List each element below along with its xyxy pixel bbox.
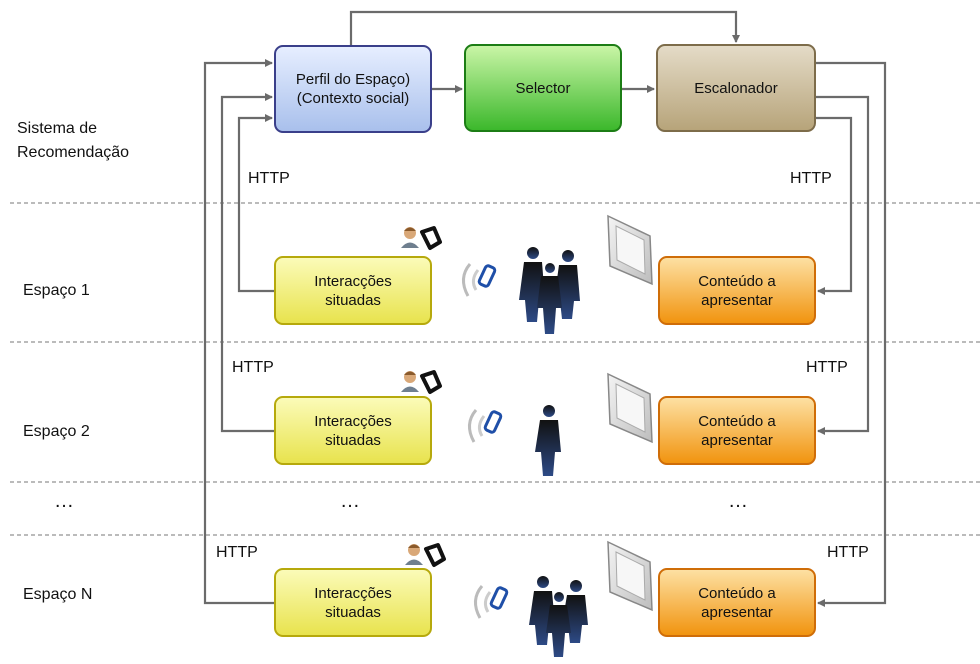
people-silhouette-icon [519, 247, 588, 657]
content-box-space2: Conteúdo a apresentar [658, 396, 816, 465]
content-line2: apresentar [701, 603, 773, 621]
http-label-space2-right: HTTP [806, 359, 848, 376]
http-label-space2-left: HTTP [232, 359, 274, 376]
selector-box: Selector [464, 44, 622, 132]
http-label-space1-right: HTTP [790, 170, 832, 187]
content-box-spaceN: Conteúdo a apresentar [658, 568, 816, 637]
interaction-line2: situadas [325, 603, 381, 621]
display-screen-icon [607, 372, 653, 444]
arrow-escalonador-to-space2 [816, 95, 870, 435]
arrow-space1-to-perfil [237, 114, 274, 293]
selector-label: Selector [515, 79, 571, 97]
system-label-line1: Sistema de [17, 120, 98, 137]
content-line2: apresentar [701, 291, 773, 309]
mobile-signal-icon [462, 263, 497, 297]
http-label-spaceN-right: HTTP [827, 544, 869, 561]
content-line1: Conteúdo a [698, 412, 776, 430]
perfil-espaco-box: Perfil do Espaço) (Contexto social) [274, 45, 432, 133]
display-screen-icon [607, 214, 653, 286]
interaction-line1: Interacções [314, 584, 392, 602]
user-with-phone-icon [405, 543, 446, 567]
arrow-space2-to-perfil [220, 93, 274, 433]
arrow-perfil-to-escalonador [349, 10, 740, 45]
escalonador-label: Escalonador [694, 79, 778, 97]
interaction-box-spaceN: Interacções situadas [274, 568, 432, 637]
content-line1: Conteúdo a [698, 584, 776, 602]
http-label-space1-left: HTTP [248, 170, 290, 187]
user-with-phone-icon [401, 226, 442, 250]
arrow-spaceN-to-perfil [203, 59, 274, 605]
content-line1: Conteúdo a [698, 272, 776, 290]
user-with-phone-icon [401, 370, 442, 394]
arrow-escalonador-to-spaceN [816, 61, 887, 607]
content-line2: apresentar [701, 431, 773, 449]
arrow-escalonador-to-space1 [816, 116, 853, 295]
mobile-signal-icon [474, 585, 509, 619]
ellipsis-label-left: … [54, 490, 74, 512]
interaction-box-space2: Interacções situadas [274, 396, 432, 465]
http-label-spaceN-left: HTTP [216, 544, 258, 561]
space2-label: Espaço 2 [23, 423, 90, 440]
interaction-box-space1: Interacções situadas [274, 256, 432, 325]
perfil-line1: Perfil do Espaço) [295, 71, 411, 88]
content-box-space1: Conteúdo a apresentar [658, 256, 816, 325]
space1-label: Espaço 1 [23, 282, 90, 299]
section-dividers [10, 202, 980, 536]
interaction-line2: situadas [325, 291, 381, 309]
mobile-signal-icon [468, 409, 503, 443]
interaction-line1: Interacções [314, 412, 392, 430]
ellipsis-label-middle: … [340, 490, 360, 512]
spaceN-label: Espaço N [23, 586, 93, 603]
escalonador-box: Escalonador [656, 44, 816, 132]
perfil-line2: (Contexto social) [296, 90, 410, 107]
system-label-line2: Recomendação [17, 144, 130, 161]
interaction-line1: Interacções [314, 272, 392, 290]
interaction-line2: situadas [325, 431, 381, 449]
ellipsis-label-right: … [728, 490, 748, 512]
display-screen-icon [607, 540, 653, 612]
flow-arrows [203, 10, 887, 607]
